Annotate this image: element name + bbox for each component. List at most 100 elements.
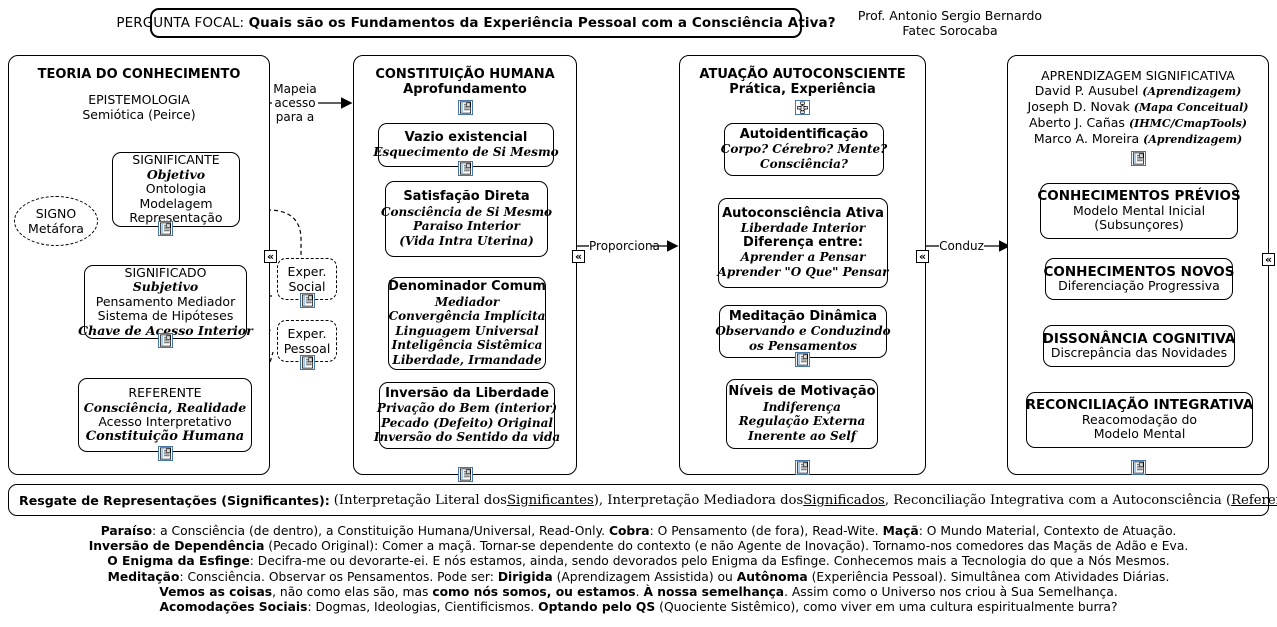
- node-niveis-de-motivacao[interactable]: Níveis de Motivação Indiferença Regulaçã…: [726, 379, 878, 449]
- footnote-term: Autônoma: [736, 569, 808, 584]
- meditacao-line1: Meditação Dinâmica: [728, 308, 878, 324]
- referente-line4: Constituição Humana: [85, 428, 245, 444]
- banner-part1-open: (Interpretação Literal dos: [333, 492, 507, 508]
- autoident-line2: Corpo? Cérebro? Mente?: [720, 142, 888, 157]
- footnote-text: (Quociente Sistêmico), como viver em uma…: [655, 600, 1118, 615]
- denominador-line5: Inteligência Sistêmica: [391, 338, 543, 352]
- previos-line2: Modelo Mental Inicial: [1072, 202, 1206, 218]
- node-significado[interactable]: SIGNIFICADO Subjetivo Pensamento Mediado…: [78, 265, 253, 339]
- novos-line2: Diferenciação Progressiva: [1058, 278, 1220, 293]
- banner-lead: Resgate de Representações (Significantes…: [19, 492, 330, 508]
- autoconsc-line4: Aprender a Pensar: [740, 250, 866, 265]
- node-autoidentificacao[interactable]: Autoidentificação Corpo? Cérebro? Mente?…: [720, 123, 888, 176]
- footnote-text: (Pecado Original): Comer a maçã. Tornar-…: [264, 539, 1189, 554]
- column4-author-3: Aberto J. Cañas (IHMC/CmapTools): [1008, 115, 1268, 131]
- signo-line1: SIGNO: [35, 206, 77, 221]
- node-referente[interactable]: REFERENTE Consciência, Realidade Acesso …: [78, 378, 252, 452]
- column4-author-1: David P. Ausubel (Aprendizagem): [1008, 83, 1268, 99]
- motivacao-line3: Regulação Externa: [738, 414, 866, 428]
- footnote-term: Paraíso: [100, 524, 153, 538]
- exper-social-line1: Exper.: [287, 264, 327, 279]
- denominador-line6: Liberdade, Irmandade: [392, 352, 542, 367]
- signo-line2: Metáfora: [28, 221, 84, 236]
- concept-map-resource-icon[interactable]: [795, 100, 810, 115]
- denominador-line4: Linguagem Universal: [395, 323, 539, 338]
- column3-title: ATUAÇÃO AUTOCONSCIENTE: [699, 67, 906, 82]
- node-conhecimentos-previos[interactable]: CONHECIMENTOS PRÉVIOS Modelo Mental Inic…: [1037, 183, 1241, 239]
- inversao-line2: Privação do Bem (interior): [376, 401, 558, 415]
- banner-referente: Referente: [1231, 492, 1277, 508]
- document-resource-icon[interactable]: [300, 355, 315, 370]
- document-resource-icon[interactable]: [158, 333, 173, 348]
- footnote-text: : Dogmas, Ideologias, Cientificismos.: [307, 600, 539, 615]
- document-resource-icon[interactable]: [1131, 151, 1146, 166]
- node-significante[interactable]: SIGNIFICANTE Objetivo Ontologia Modelage…: [112, 152, 240, 227]
- footnote-text: : O Pensamento (de fora), Read-Wite.: [649, 524, 883, 538]
- author-block: Prof. Antonio Sergio Bernardo Fatec Soro…: [830, 8, 1070, 38]
- collapse-chevron-icon[interactable]: «: [916, 250, 929, 263]
- document-resource-icon[interactable]: [1131, 460, 1146, 475]
- resgate-banner: Resgate de Representações (Significantes…: [8, 484, 1277, 516]
- footnote-text: (Experiência Pessoal). Simultânea com At…: [807, 569, 1170, 584]
- footnote-term: Maçã: [882, 524, 919, 538]
- previos-line3: (Subsunçores): [1094, 217, 1184, 233]
- collapse-chevron-icon[interactable]: «: [572, 250, 585, 263]
- link-label-conduz: Conduz: [939, 239, 984, 253]
- focus-question-text: Quais são os Fundamentos da Experiência …: [248, 15, 836, 31]
- document-resource-icon[interactable]: [158, 446, 173, 461]
- footnote-line: Acomodações Sociais: Dogmas, Ideologias,…: [8, 600, 1269, 615]
- collapse-chevron-icon[interactable]: «: [1262, 253, 1275, 266]
- node-dissonancia-cognitiva[interactable]: DISSONÂNCIA COGNITIVA Discrepância das N…: [1043, 325, 1235, 367]
- mapeia-line3: para a: [275, 110, 315, 124]
- document-resource-icon[interactable]: [158, 221, 173, 236]
- node-reconciliacao-integrativa[interactable]: RECONCILIAÇÃO INTEGRATIVA Reacomodação d…: [1026, 392, 1253, 448]
- footnote-line: Meditação: Consciência. Observar os Pens…: [8, 570, 1269, 585]
- document-resource-icon[interactable]: [300, 293, 315, 308]
- document-resource-icon[interactable]: [795, 460, 810, 475]
- node-conhecimentos-novos[interactable]: CONHECIMENTOS NOVOS Diferenciação Progre…: [1043, 258, 1235, 300]
- node-denominador-comum[interactable]: Denominador Comum Mediador Convergência …: [388, 277, 546, 370]
- satisfacao-line2: Consciência de Si Mesmo: [380, 204, 553, 219]
- banner-significantes: Significantes: [506, 492, 594, 508]
- column2-sub1: Aprofundamento: [403, 82, 527, 97]
- inversao-line3: Pecado (Defeito) Original: [381, 415, 553, 430]
- satisfacao-line4: (Vida Intra Uterina): [399, 233, 534, 248]
- significante-line5: Representação: [129, 210, 223, 226]
- column1-sub1: EPISTEMOLOGIA: [88, 92, 190, 107]
- motivacao-line1: Níveis de Motivação: [728, 384, 876, 399]
- node-exper-social[interactable]: Exper. Social: [277, 258, 337, 300]
- footnote-line: Vemos as coisas, não como elas são, mas …: [8, 585, 1269, 600]
- author3-name: Aberto J. Cañas: [1028, 115, 1125, 130]
- satisfacao-line1: Satisfação Direta: [403, 189, 530, 204]
- document-resource-icon[interactable]: [458, 467, 473, 482]
- link-label-proporciona: Proporciona: [589, 239, 660, 253]
- autoconsc-line3: Diferença entre:: [743, 234, 863, 250]
- autoident-line3: Consciência?: [760, 156, 848, 171]
- document-resource-icon[interactable]: [458, 161, 473, 176]
- autoconsc-line1: Autoconsciência Ativa: [722, 205, 884, 221]
- mapeia-line1: Mapeia: [273, 82, 317, 96]
- document-resource-icon[interactable]: [458, 100, 473, 115]
- footnote-term: Cobra: [608, 524, 650, 538]
- node-inversao-da-liberdade[interactable]: Inversão da Liberdade Privação do Bem (i…: [374, 382, 560, 449]
- node-meditacao-dinamica[interactable]: Meditação Dinâmica Observando e Conduzin…: [715, 305, 891, 358]
- focus-question-label: PERGUNTA FOCAL:: [116, 15, 245, 31]
- denominador-line2: Mediador: [434, 294, 500, 309]
- node-satisfacao-direta[interactable]: Satisfação Direta Consciência de Si Mesm…: [381, 181, 552, 257]
- exper-pessoal-line1: Exper.: [287, 326, 327, 341]
- significante-line3: Ontologia: [145, 181, 207, 197]
- author1-name: David P. Ausubel: [1034, 83, 1139, 98]
- author-name: Prof. Antonio Sergio Bernardo: [857, 8, 1043, 23]
- node-autoconsciencia-ativa[interactable]: Autoconsciência Ativa Liberdade Interior…: [718, 198, 888, 288]
- footnote-text: : O Mundo Material, Contexto de Atuação.: [918, 524, 1177, 538]
- link-label-mapeia: Mapeia acesso para a: [272, 82, 318, 124]
- footnote-term: Meditação: [107, 569, 180, 584]
- document-resource-icon[interactable]: [795, 352, 810, 367]
- node-signo[interactable]: SIGNO Metáfora: [14, 196, 98, 246]
- author2-tag: (Mapa Conceitual): [1133, 101, 1249, 114]
- banner-significados: Significados: [803, 492, 885, 508]
- reconciliacao-line2: Reacomodação do: [1081, 411, 1198, 427]
- column4-author-4: Marco A. Moreira (Aprendizagem): [1008, 131, 1268, 147]
- collapse-chevron-icon[interactable]: «: [264, 250, 277, 263]
- node-vazio-existencial[interactable]: Vazio existencial Esquecimento de Si Mes…: [373, 123, 559, 167]
